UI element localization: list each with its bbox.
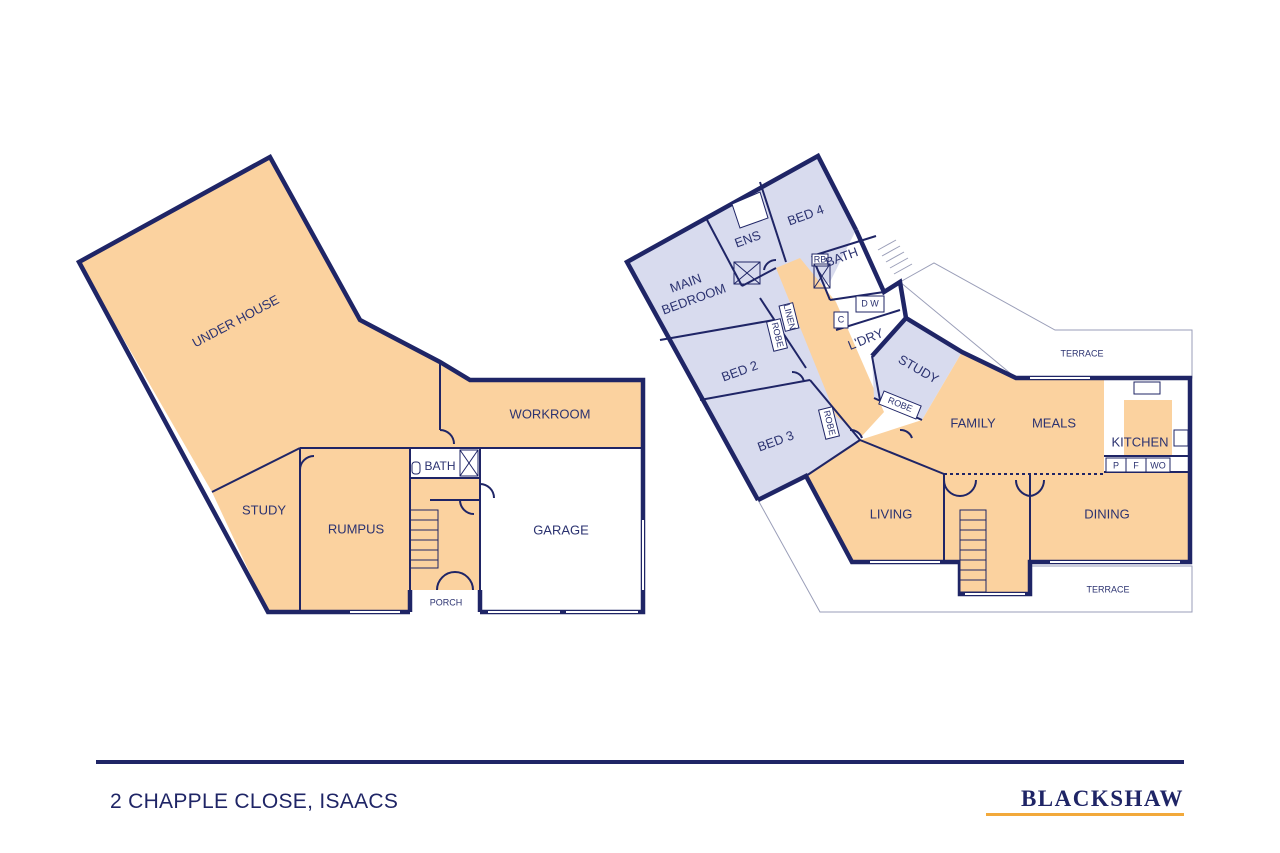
door-swing-icon: [899, 429, 913, 439]
living-label: LIVING: [870, 506, 913, 521]
porch-door-icon: [436, 571, 474, 591]
robe-study: [878, 390, 922, 420]
garage-room: [480, 448, 643, 612]
wall: [859, 439, 945, 475]
study-upper-room: [872, 318, 962, 420]
wall: [705, 217, 743, 287]
lower-hall: [410, 478, 480, 590]
study-lower-label: STUDY: [242, 502, 286, 517]
robe-bed3: [817, 406, 841, 440]
c-cupboard: [833, 311, 849, 329]
rb-label: RB: [814, 254, 827, 264]
under-house-room: [79, 157, 440, 492]
external-steps: [877, 239, 913, 275]
door-swing-icon: [791, 370, 805, 383]
rb-cupboard: [811, 253, 829, 267]
bath-shower-icon: [813, 263, 831, 289]
rumpus-label: RUMPUS: [328, 521, 385, 536]
wall: [811, 235, 877, 257]
wall: [699, 379, 811, 401]
terrace-bottom-label: TERRACE: [1086, 584, 1129, 594]
door-swing-icon: [459, 499, 475, 515]
upper-stairs: [959, 509, 987, 593]
upper-outer-wall-east: [853, 229, 909, 319]
toilet-icon: [411, 461, 421, 475]
meals-label: MEALS: [1032, 415, 1076, 430]
pantry-label: P: [1113, 460, 1119, 470]
wall: [659, 319, 775, 341]
bedroom-wing: [627, 156, 860, 500]
brand-logo: BLACKSHAW: [1020, 786, 1184, 811]
dw-cupboard: [855, 295, 885, 313]
porch-label: PORCH: [430, 597, 463, 607]
upper-outer-wall-bed: [623, 152, 859, 502]
upper-floor-plan: MAIN BEDROOM ENS BED 4 BATH RB LINEN ROB…: [623, 152, 1193, 613]
sink-icon: [1173, 429, 1189, 447]
door-swing-icon: [763, 258, 777, 271]
door-swing-icon: [439, 429, 455, 445]
upper-hallway: [776, 258, 884, 436]
lower-bath-room: [410, 448, 480, 478]
french-door-icon: [943, 479, 977, 497]
lower-stairs: [409, 509, 439, 569]
kitchen-label: KITCHEN: [1111, 434, 1168, 449]
ensuite-vanity-icon: [733, 261, 761, 285]
cooktop-icon: [1133, 381, 1161, 395]
lower-outer-wall: [75, 153, 646, 615]
terrace-top-label: TERRACE: [1060, 348, 1103, 358]
lower-bath-label: BATH: [424, 459, 455, 473]
workroom-label: WORKROOM: [510, 406, 591, 421]
wall: [871, 355, 881, 401]
property-address: 2 CHAPPLE CLOSE, ISAACS: [110, 790, 399, 813]
c-label: C: [838, 314, 845, 324]
study-lower-room: [212, 448, 300, 612]
door-swing-icon: [849, 429, 863, 439]
dw-label: D W: [861, 298, 879, 308]
porch-room: [414, 590, 478, 614]
brand-underline: [986, 813, 1184, 816]
fridge-label: F: [1133, 460, 1139, 470]
lower-wall-study-diag: [211, 447, 301, 493]
wall: [741, 267, 777, 287]
robe-bed2: [765, 318, 789, 352]
kitchen-bench: [1124, 400, 1172, 456]
rumpus-room: [300, 448, 410, 612]
family-label: FAMILY: [950, 415, 996, 430]
wall-oven-label: WO: [1150, 460, 1166, 470]
french-door-icon: [1014, 479, 1046, 497]
door-swing-icon: [479, 483, 495, 499]
door-swing-icon: [299, 455, 315, 471]
workroom-room: [440, 362, 643, 448]
ensuite-shower-icon: [731, 191, 769, 229]
garage-label: GARAGE: [533, 522, 589, 537]
wall-oven-box: [1145, 457, 1171, 473]
footer-divider: [96, 760, 1184, 764]
wall: [759, 181, 787, 263]
dining-label: DINING: [1084, 506, 1130, 521]
linen-cupboard: [778, 302, 800, 332]
lower-floor-plan: UNDER HOUSE WORKROOM BATH STUDY RUMPUS G…: [75, 153, 646, 615]
bath-shower-icon: [459, 449, 479, 477]
wall: [805, 439, 861, 477]
